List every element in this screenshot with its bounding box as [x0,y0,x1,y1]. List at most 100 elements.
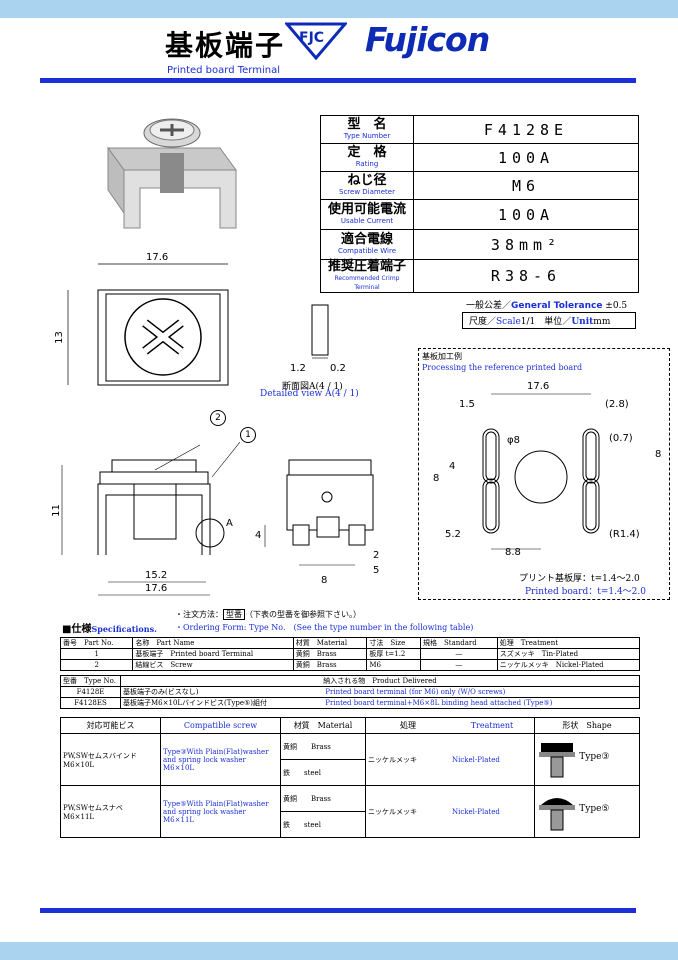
top-view-drawing: 17.6 13 [50,250,240,400]
dim-top-height: 13 [53,331,65,344]
screw-type5-icon [539,797,575,830]
screw-name: PW,SWセムスバインド [63,751,137,760]
board-dim-radius: (R1.4) [609,529,640,540]
fjc-logo: FJC [283,22,349,61]
screw-header: Treatment [450,717,535,734]
spec-value: 38mm² [413,229,639,260]
spec-label-jp: 使用可能電流 [327,202,406,217]
spec-label-en: Usable Current [340,217,394,225]
tolerance-en: General Tolerance [511,301,603,311]
scale-label-en: Scale [496,317,521,327]
cell: 黄銅 Brass [292,659,368,671]
dim-bottom-width: 17.6 [145,583,168,594]
screw-shape-cell: Type③ [534,733,640,786]
dim-side-2: 2 [373,550,380,561]
order-label: ・注文方法： [175,610,223,619]
screw-desc: Type⑤With Plain(Flat)washer [163,799,269,808]
screw-header: 処理 [365,717,450,734]
screw-material: 黄銅 Brass [280,733,366,760]
screw-type-label: Type③ [579,751,610,762]
board-dim-8-right: 8 [655,449,662,460]
cell: — [419,659,498,671]
unit-label-en: Unit [571,317,594,327]
tolerance-jp: 一般公差／ [466,301,512,311]
screw-header: 対応可能ビス [60,717,161,734]
cell: 黄銅 Brass [292,648,368,660]
screw-treatment-en: Nickel-Plated [450,785,535,838]
screw-shape-cell: Type⑤ [534,785,640,838]
callout-2: 2 [210,410,226,426]
detail-dim-2: 0.2 [330,363,346,374]
cell: ニッケルメッキ Nickel-Plated [496,659,641,671]
types-header: 型番 Type No. [60,675,121,687]
screw-table: 対応可能ビス Compatible screw 材質 Material 処理 T… [60,717,640,838]
board-dim-0-7: (0.7) [609,433,633,444]
parts-header: 寸法 Size [366,637,421,649]
board-dim-4: 4 [449,461,456,472]
tolerance-line: 一般公差／General Tolerance ±0.5 [466,298,627,311]
parts-header: 名称 Part Name [132,637,294,649]
board-dim-8-8: 8.8 [505,547,521,558]
screw-material: 鉄 steel [280,811,366,838]
detail-caption-en: Detailed view A(4 / 1) [260,389,359,399]
dim-inner-width: 15.2 [145,570,168,581]
board-dim-5-2: 5.2 [445,529,461,540]
detail-dim-1: 1.2 [290,363,306,374]
unit-label-jp: 単位／ [544,317,572,327]
screw-desc: M6×11L [163,815,195,824]
specifications-heading: ■仕様Specifications. [62,620,157,635]
page-title: 基板端子 [165,29,286,62]
table-row: 鉄 steel [61,811,640,838]
board-dim-2-8: (2.8) [605,399,629,410]
screw-desc: and spring lock washer [163,755,246,764]
table-row: PW,SWセムスナベ M6×11L Type⑤With Plain(Flat)wa… [60,785,640,838]
types-header: 納入される物 Product Delivered [120,675,640,687]
detail-view-a: 1.2 0.2 断面図A(4 / 1) Detailed view A(4 / … [260,300,412,405]
parts-header: 番号 Part No. [59,637,134,649]
dim-top-width: 17.6 [146,252,169,263]
callout-2-text: 2 [215,413,221,423]
scale-label-jp: 尺度／ [469,317,497,327]
page-subtitle: Printed board Terminal [167,65,280,76]
screw-desc: and spring lock washer [163,807,246,816]
cell: M6 [366,659,421,671]
board-dim-1-5: 1.5 [459,399,475,410]
spec-heading-jp: ■仕様 [62,624,92,635]
callout-1: 1 [240,427,256,443]
bottom-band [0,942,678,960]
screw-name: PW,SWセムスナベ [63,803,123,812]
screw-type3-icon [539,742,575,777]
view-a-label: A [226,518,233,529]
spec-value: F4128E [413,115,639,144]
screw-treatment-jp: ニッケルメッキ [365,785,450,838]
parts-header: 処理 Treatment [496,637,641,649]
scale-box: 尺度／Scale1/1 単位／Unitmm [462,312,636,329]
screw-header: 材質 Material [280,717,366,734]
cell: スズメッキ Tin-Plated [496,648,641,660]
spec-label-jp: 型 名 [347,117,387,132]
cell: 結線ビス Screw [132,659,294,671]
board-dim-8-left: 8 [433,473,440,484]
scale-value: 1/1 [520,317,536,327]
board-dim-width: 17.6 [527,381,550,392]
cell: 基板端子のみ(ビスなし) [120,686,324,698]
screw-treatment-jp: ニッケルメッキ [365,733,450,786]
screw-desc: Type③With Plain(Flat)washer [163,747,269,756]
screw-material: 黄銅 Brass [280,785,366,812]
screw-material: 鉄 steel [280,759,366,786]
dim-side-8: 8 [321,575,328,586]
parts-header: 材質 Material [292,637,368,649]
spec-label-jp: 適合電線 [340,232,393,247]
cell: 基板端子M6×10Lバインドビス(Type⑤)組付 [120,697,324,709]
order-note: （下表の型番を御参照下さい。） [245,610,361,619]
cell: 1 [59,648,134,660]
screw-header: Compatible screw [160,717,281,734]
cell: 板厚 t=1.2 [366,648,421,660]
logo-text: FJC [299,30,325,46]
